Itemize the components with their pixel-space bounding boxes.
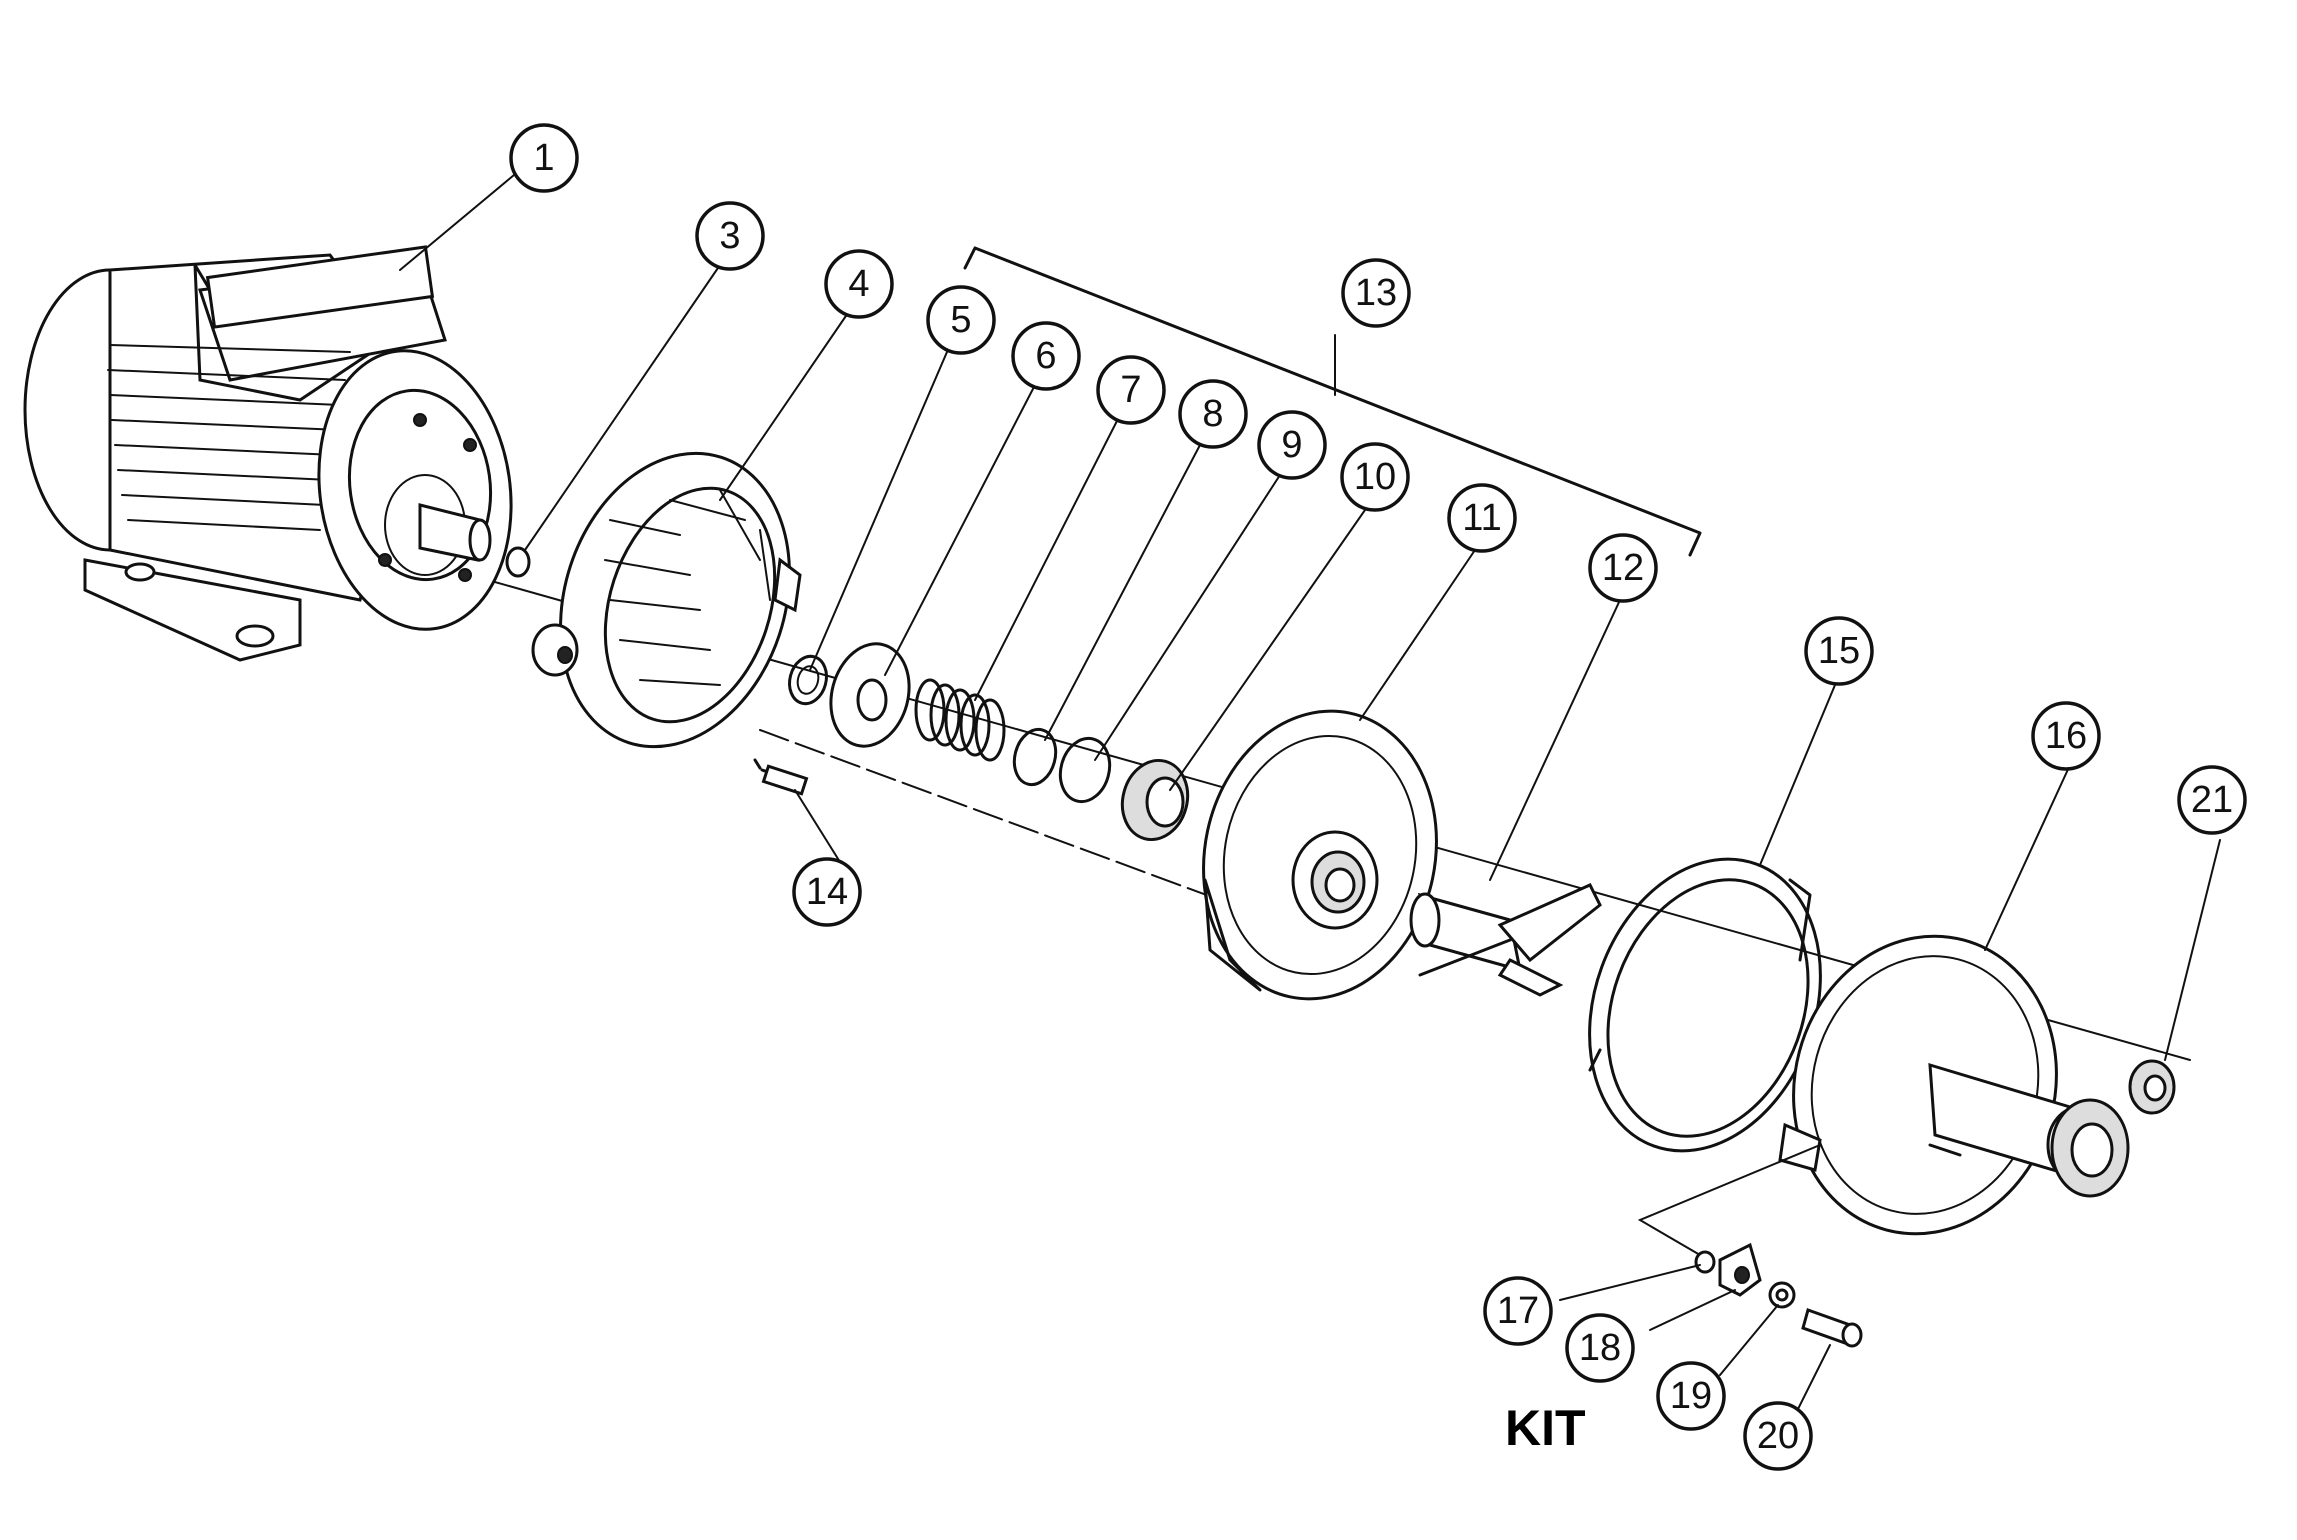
- svg-text:14: 14: [806, 871, 848, 913]
- callout-19: 19: [1656, 1361, 1726, 1431]
- callout-13: 13: [1341, 258, 1411, 328]
- svg-text:4: 4: [848, 263, 869, 305]
- callout-18: 18: [1565, 1313, 1635, 1383]
- svg-text:1: 1: [533, 137, 554, 179]
- svg-text:19: 19: [1670, 1375, 1712, 1417]
- callout-7: 7: [1096, 355, 1166, 425]
- part-14-screw: [753, 758, 809, 796]
- callout-11: 11: [1447, 483, 1517, 553]
- svg-text:13: 13: [1355, 272, 1397, 314]
- part-21-nut: [2128, 1059, 2176, 1115]
- callout-1: 1: [509, 123, 579, 193]
- callout-21: 21: [2177, 765, 2247, 835]
- svg-text:11: 11: [1462, 497, 1501, 539]
- callout-4: 4: [824, 249, 894, 319]
- svg-text:21: 21: [2191, 779, 2233, 821]
- callout-12: 12: [1588, 533, 1658, 603]
- svg-text:6: 6: [1035, 335, 1056, 377]
- svg-text:9: 9: [1281, 424, 1302, 466]
- part-16-housing: [1778, 934, 2130, 1236]
- kit-parts: [1637, 1144, 1863, 1348]
- kit-label: KIT: [1505, 1400, 1586, 1456]
- svg-text:20: 20: [1757, 1415, 1799, 1457]
- svg-text:3: 3: [719, 215, 740, 257]
- part-8-ring: [1012, 727, 1058, 787]
- callout-17: 17: [1483, 1276, 1553, 1346]
- part-11-diffuser: [1202, 709, 1438, 1001]
- svg-text:7: 7: [1120, 369, 1141, 411]
- svg-text:17: 17: [1497, 1290, 1539, 1332]
- callout-14: 14: [792, 857, 862, 927]
- part-7-spring: [914, 678, 1006, 762]
- callout-9: 9: [1257, 410, 1327, 480]
- part-10-seal: [1120, 758, 1190, 842]
- part-4-bracket: [531, 451, 802, 749]
- callout-3: 3: [695, 201, 765, 271]
- callout-20: 20: [1743, 1401, 1813, 1471]
- callout-8: 8: [1178, 379, 1248, 449]
- part-12-impeller: [1409, 883, 1602, 997]
- part-6-washer: [829, 642, 911, 748]
- part-5-ring: [788, 654, 828, 706]
- svg-text:12: 12: [1602, 547, 1644, 589]
- part-3-ring: [505, 546, 531, 578]
- svg-text:15: 15: [1818, 630, 1860, 672]
- callout-15: 15: [1804, 616, 1874, 686]
- callout-6: 6: [1011, 321, 1081, 391]
- part-9-oring: [1058, 736, 1112, 804]
- callout-16: 16: [2031, 701, 2101, 771]
- callout-10: 10: [1340, 442, 1410, 512]
- svg-text:18: 18: [1579, 1327, 1621, 1369]
- svg-text:16: 16: [2045, 715, 2087, 757]
- leader-lines: [399, 169, 2221, 1426]
- motor: [23, 245, 513, 662]
- group-bracket-13: [963, 246, 1702, 557]
- callout-5: 5: [926, 285, 996, 355]
- svg-text:8: 8: [1202, 393, 1223, 435]
- svg-text:5: 5: [950, 299, 971, 341]
- svg-text:10: 10: [1354, 456, 1396, 498]
